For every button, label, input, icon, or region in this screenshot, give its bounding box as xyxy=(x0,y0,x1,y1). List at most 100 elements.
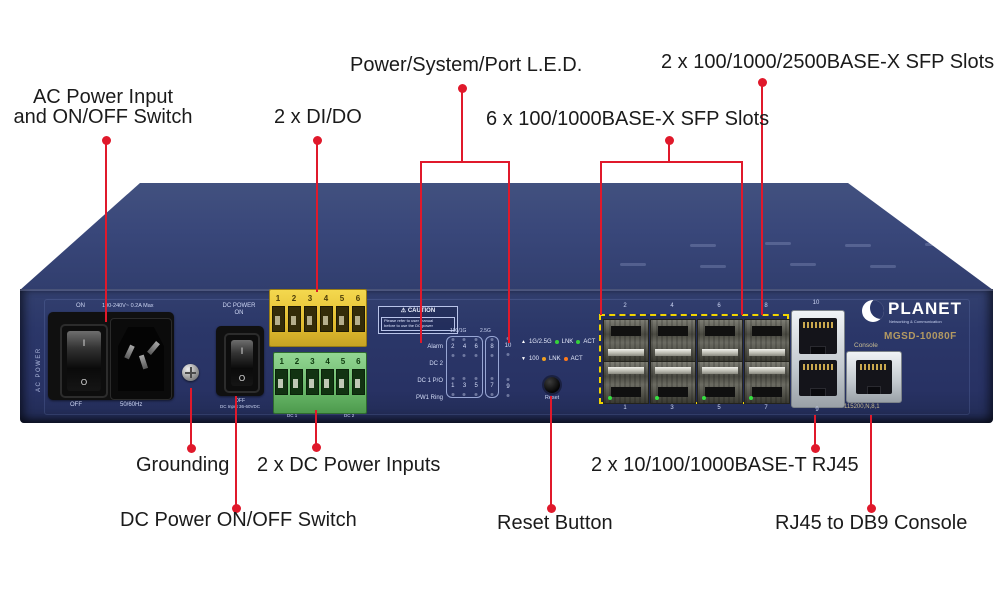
grounding-screw xyxy=(182,364,199,381)
ac-side-label: AC POWER xyxy=(36,347,42,392)
lnk-led-dot xyxy=(554,340,559,344)
callout-line-dido xyxy=(316,140,318,292)
dc-switch-title-line1: DC POWER xyxy=(222,303,256,309)
led-label-ring: PW1 Ring xyxy=(415,395,443,401)
pin-number: 5 xyxy=(340,356,346,366)
sfp-latch-bar xyxy=(655,367,691,374)
sfp-latch-bar xyxy=(608,349,644,356)
sfp-port-number-6: 6 xyxy=(717,303,721,309)
sfp-slot-opening xyxy=(658,326,688,336)
terminal-hole xyxy=(271,306,285,332)
sfp-latch-bar xyxy=(608,367,644,374)
di-do-terminals xyxy=(270,306,366,332)
triangle-down-icon: ▼ xyxy=(521,356,526,362)
caution-title: ⚠ CAUTION xyxy=(400,308,436,314)
dc-input-terminal-block: 1 2 3 4 5 6 xyxy=(273,352,367,414)
pin-number: 3 xyxy=(310,356,315,366)
sfp-slot-opening xyxy=(705,387,735,397)
led-grid-row-even: 8 xyxy=(486,344,498,351)
callout-dot-console xyxy=(867,504,876,513)
callout-dot-sfp6 xyxy=(665,136,674,145)
sfp-port-number-2: 2 xyxy=(623,303,627,309)
sfp-slot-opening xyxy=(705,326,735,336)
callout-label-reset: Reset Button xyxy=(497,512,613,534)
sfp-port-number-1: 1 xyxy=(623,405,627,411)
port-led-4: 4 xyxy=(459,344,469,351)
callout-dot-ac xyxy=(102,136,111,145)
port-led-9: 9 xyxy=(503,384,513,391)
console-rj45-port xyxy=(856,360,892,394)
port-led-grid-1g: 2 4 6 1 3 5 xyxy=(446,336,483,398)
vent-mark xyxy=(690,244,716,247)
lnk-label: LNK xyxy=(561,339,574,345)
sfp-latch-bar xyxy=(749,367,785,374)
terminal-hole xyxy=(351,306,365,332)
sfp-status-led xyxy=(655,396,659,400)
callout-dot-led xyxy=(458,84,467,93)
callout-line-sfp6-right xyxy=(741,161,743,315)
sfp-port-number-4: 4 xyxy=(670,303,674,309)
switch-top-panel xyxy=(20,183,993,290)
pin-number: 2 xyxy=(291,293,297,303)
callout-line-dc-switch xyxy=(235,396,237,508)
terminal-hole xyxy=(305,369,319,395)
dc-rating-label: DC Input 36-60VDC xyxy=(219,404,261,409)
di-do-pin-numbers: 1 2 3 4 5 6 xyxy=(270,290,366,306)
callout-line-rj45 xyxy=(814,415,816,448)
pin-number: 1 xyxy=(275,293,281,303)
pin-number: 6 xyxy=(355,293,361,303)
callout-line-grounding xyxy=(190,388,192,448)
pin-number: 6 xyxy=(356,356,361,366)
sfp-cage-port-3 xyxy=(650,361,696,404)
sfp-slot-opening xyxy=(752,326,782,336)
sfp-slot-opening xyxy=(611,326,641,336)
caution-note: Please refer to user manual before to us… xyxy=(381,317,455,331)
callout-label-ac-line2: and ON/OFF Switch xyxy=(13,106,193,128)
callout-label-sfp6: 6 x 100/1000BASE-X SFP Slots xyxy=(486,108,770,130)
caution-note-line2: before to use the DC power xyxy=(384,323,433,328)
act-label: ACT xyxy=(583,339,596,345)
vent-mark xyxy=(620,263,646,266)
legend-speed-label: 1G/2.5G xyxy=(528,339,552,345)
rj45-port-10-label: 10 xyxy=(812,300,820,306)
led-group2-header: 2.5G xyxy=(480,328,491,334)
dc-rocker-paddle: I O xyxy=(231,340,253,386)
terminal-hole xyxy=(290,369,304,395)
port-led-6: 6 xyxy=(471,344,481,351)
rocker-on-mark: I xyxy=(240,345,244,356)
led-label-dc1: DC 1 P/O xyxy=(417,378,443,384)
led-grid-row-odd: 9 xyxy=(500,384,516,391)
dc-terminals xyxy=(274,369,366,395)
dc-off-label: OFF xyxy=(235,398,245,404)
ac-on-label: ON xyxy=(76,303,85,309)
port-led-7: 7 xyxy=(487,383,497,390)
sfp-port-number-3: 3 xyxy=(670,405,674,411)
reset-button xyxy=(544,377,560,393)
vent-mark xyxy=(790,263,816,266)
callout-label-console: RJ45 to DB9 Console xyxy=(775,512,968,534)
triangle-up-icon: ▲ xyxy=(521,339,526,345)
sfp-latch-bar xyxy=(749,349,785,356)
terminal-hole xyxy=(335,306,349,332)
rj45-port-9 xyxy=(799,360,837,396)
terminal-hole xyxy=(303,306,317,332)
front-panel-seam xyxy=(44,299,970,415)
sfp-status-led xyxy=(749,396,753,400)
sfp-cage-port-1 xyxy=(603,361,649,404)
ac-off-label: OFF xyxy=(70,402,82,408)
port-led-grid-25g: 8 7 xyxy=(485,336,499,398)
dc-switch-title-line2: ON xyxy=(234,310,244,316)
brand-name: PLANET xyxy=(888,299,962,318)
callout-line-sfp25g xyxy=(761,82,763,315)
console-label: Console xyxy=(854,342,878,349)
sfp-cage-port-8 xyxy=(744,319,790,362)
callout-line-led-right xyxy=(508,161,510,343)
callout-dot-reset xyxy=(547,504,556,513)
sfp-cage-port-7 xyxy=(744,361,790,404)
sfp-cage-port-4 xyxy=(650,319,696,362)
led-group1-header: 100/1G xyxy=(450,328,467,334)
led-label-dc2: DC 2 xyxy=(429,361,443,367)
sfp-status-led xyxy=(702,396,706,400)
ac-rating-label: 100-240V~ 0.2A Max xyxy=(102,303,154,309)
callout-dot-grounding xyxy=(187,444,196,453)
